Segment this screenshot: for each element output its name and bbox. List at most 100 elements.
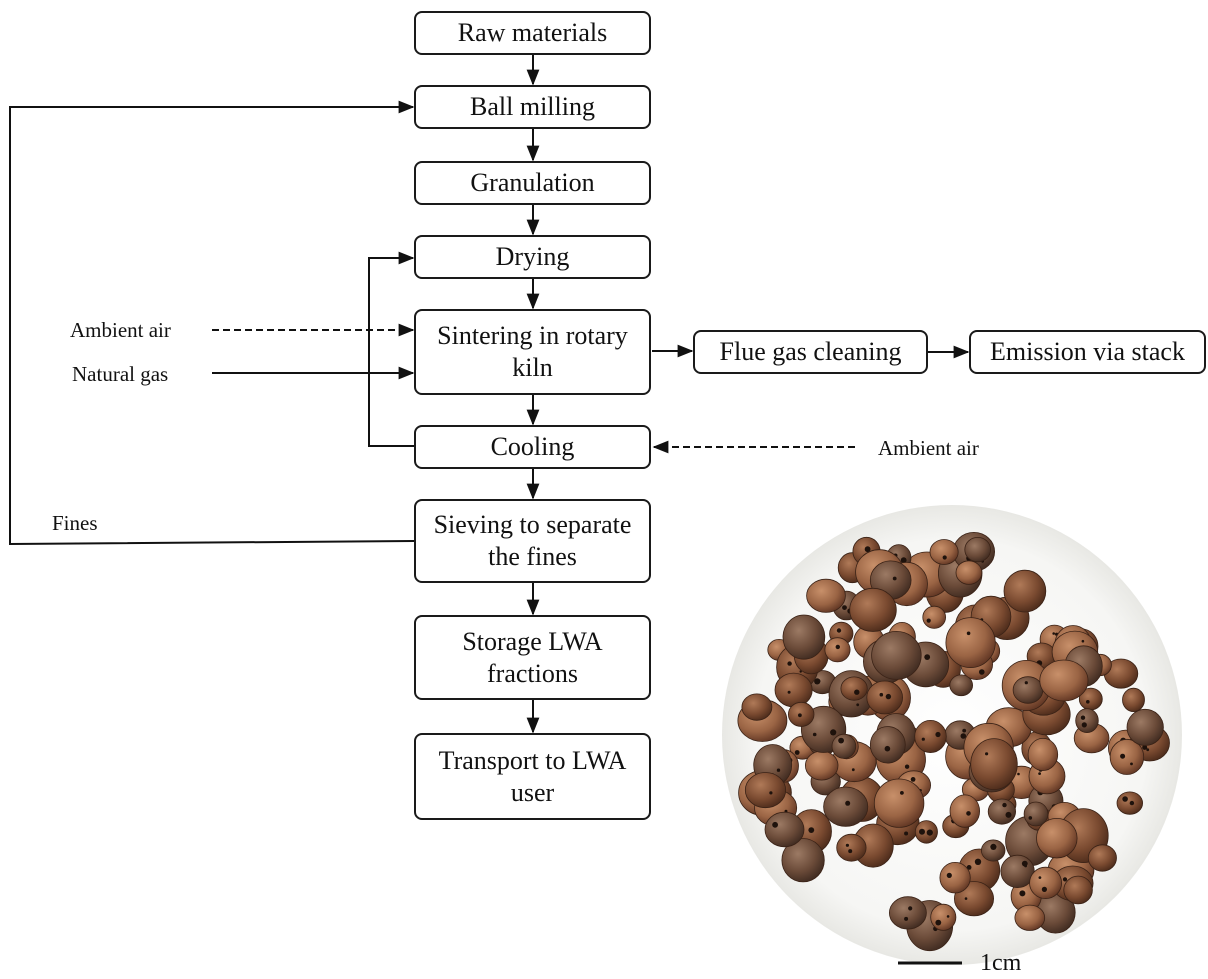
pebble-pore	[1024, 864, 1027, 868]
pebble-pore	[946, 872, 952, 879]
pebble-pore	[856, 703, 860, 707]
aggregate-pebble	[981, 839, 1006, 862]
arrow-fines-recycle	[9, 100, 415, 546]
aggregate-pebble	[1126, 708, 1164, 746]
pebble-pore	[910, 777, 916, 782]
aggregate-pebble	[823, 786, 869, 827]
step-emission-via-stack: Emission via stack	[969, 330, 1206, 374]
pebble-pore	[830, 729, 837, 736]
pebble-pore	[787, 661, 792, 666]
pebble-pore	[990, 843, 997, 851]
aggregate-pebble	[949, 674, 973, 697]
aggregate-pebble	[987, 798, 1017, 825]
scale-label: 1cm	[980, 950, 1022, 976]
pebble-pore	[1122, 796, 1128, 802]
aggregate-pebble	[955, 560, 983, 585]
label-ambient-air-cooling: Ambient air	[878, 436, 979, 460]
step-granulation: Granulation	[414, 161, 651, 205]
aggregate-pebble	[970, 738, 1018, 790]
pebble-pore	[879, 692, 884, 697]
step-drying: Drying	[414, 235, 651, 279]
step-sintering: Sintering in rotary kiln	[414, 309, 651, 395]
pebble-pore	[935, 919, 942, 926]
aggregate-pebble	[805, 750, 839, 781]
pebble-pore	[1129, 800, 1135, 806]
pebble-pore	[1081, 639, 1085, 643]
pebble-pore	[904, 831, 909, 836]
aggregate-pebble	[1023, 801, 1049, 827]
aggregate-pebble	[964, 536, 991, 563]
pebble-pore	[1146, 748, 1150, 752]
aggregate-pebble	[866, 680, 903, 715]
aggregate-pebble	[781, 838, 825, 883]
pebble-pore	[812, 732, 817, 737]
pebble-pore	[979, 669, 985, 675]
pebble-pore	[908, 906, 913, 911]
aggregate-pebble	[873, 778, 925, 828]
pebble-pore	[904, 764, 910, 769]
pebble-pore	[1081, 722, 1087, 728]
pebble-pore	[772, 821, 778, 828]
pebble-pore	[1005, 811, 1012, 818]
pebble-pore	[960, 733, 967, 739]
aggregate-pebble	[945, 617, 996, 668]
aggregate-pebble	[949, 794, 981, 828]
aggregate-pebble	[869, 726, 906, 764]
pebble-pore	[836, 628, 842, 633]
pebble-pore	[776, 768, 781, 772]
pebble-pore	[904, 916, 909, 921]
label-ambient-air-kiln: Ambient air	[70, 318, 171, 342]
step-ball-milling: Ball milling	[414, 85, 651, 129]
pebble-pore	[1028, 816, 1033, 820]
aggregate-pebble	[889, 896, 927, 930]
pebble-pore	[985, 752, 989, 756]
aggregate-pebble	[836, 833, 867, 862]
pebble-pore	[1019, 890, 1026, 897]
pebble-pore	[919, 828, 925, 835]
pebble-pore	[1142, 744, 1148, 750]
step-transport: Transport to LWA user	[414, 733, 651, 820]
pebble-pore	[787, 690, 791, 694]
step-raw-materials: Raw materials	[414, 11, 651, 55]
pebble-pore	[942, 555, 947, 560]
pebble-pore	[1038, 772, 1041, 775]
pebble-pore	[1052, 632, 1055, 635]
aggregate-pebble	[782, 614, 826, 660]
aggregate-pebble	[774, 672, 813, 708]
pebble-pore	[966, 865, 972, 870]
pebble-pore	[1041, 886, 1047, 893]
aggregate-pebble	[939, 862, 971, 894]
pebble-pore	[884, 745, 891, 752]
aggregate-pebble	[744, 772, 787, 809]
pebble-pore	[892, 576, 897, 581]
pebble-pore	[1120, 753, 1126, 759]
pebble-pore	[808, 827, 815, 833]
pebble-pore	[962, 728, 967, 733]
label-natural-gas: Natural gas	[72, 362, 169, 386]
pebble-pore	[1017, 772, 1020, 776]
aggregate-pebble	[741, 693, 773, 721]
aggregate-pebble	[1109, 738, 1145, 775]
aggregate-pebble	[929, 539, 959, 565]
pebble-pore	[798, 713, 802, 718]
pebble-pore	[851, 768, 855, 772]
pebble-pore	[900, 557, 907, 564]
pebble-pore	[926, 829, 933, 836]
aggregate-pebble	[849, 587, 897, 632]
pebble-pore	[848, 849, 853, 854]
pebble-pore	[885, 693, 892, 700]
aggregate-pebble	[1122, 687, 1145, 713]
pebble-pore	[769, 791, 773, 795]
aggregate-pebble	[914, 720, 947, 754]
label-fines: Fines	[52, 511, 98, 535]
pebble-pore	[794, 750, 800, 755]
aggregate-pebble	[806, 578, 846, 613]
pebble-pore	[900, 791, 904, 795]
aggregate-pebble	[1036, 818, 1078, 859]
pebble-pore	[1130, 762, 1133, 766]
aggregate-pebble	[871, 631, 922, 680]
aggregate-pebble	[764, 811, 805, 848]
pebble-pore	[935, 731, 941, 738]
aggregate-pebble	[831, 733, 857, 759]
aggregate-pebble	[1039, 659, 1089, 702]
